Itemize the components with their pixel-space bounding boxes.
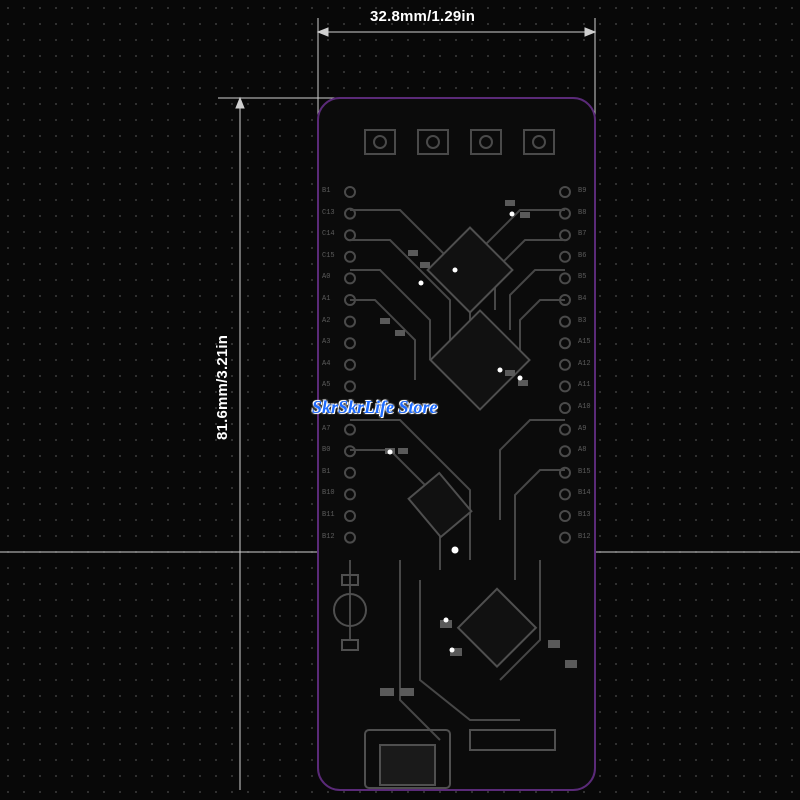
pin-label: A11 <box>578 381 591 390</box>
pin-label: A2 <box>322 316 331 325</box>
via-highlights <box>387 211 523 653</box>
pin-label: C15 <box>322 251 335 260</box>
regulator-chip <box>407 471 473 539</box>
header-pin <box>559 510 571 522</box>
mcu-chip-center <box>429 309 531 411</box>
pin-label: C14 <box>322 230 335 239</box>
pin-label: A10 <box>578 403 591 411</box>
header-pin <box>344 510 356 522</box>
pin-label: B15 <box>578 467 591 476</box>
header-pin <box>559 423 571 436</box>
crystal-component <box>333 574 367 651</box>
mcu-chip-upper <box>426 226 514 314</box>
width-dimension-label: 32.8mm/1.29in <box>370 8 476 25</box>
header-pin <box>559 358 571 371</box>
pin-label: B12 <box>578 532 591 541</box>
header-pin <box>559 337 571 350</box>
width-dimension-line <box>316 18 597 140</box>
header-pin <box>559 466 571 479</box>
header-pin <box>344 337 356 350</box>
pin-label: B11 <box>322 511 335 519</box>
usb-controller-chip <box>456 587 538 669</box>
pin-label: A5 <box>322 381 331 390</box>
pin-label: B13 <box>578 511 591 519</box>
header-pin <box>344 380 356 393</box>
pin-label: A12 <box>578 359 591 368</box>
header-pin <box>559 380 571 393</box>
pin-label: C13 <box>322 208 335 217</box>
header-pin <box>559 402 571 414</box>
height-dimension-label: 81.6mm/3.21in <box>214 334 231 440</box>
board-outline <box>317 97 596 791</box>
header-pin <box>344 445 356 458</box>
pin-label: A1 <box>322 295 331 303</box>
pin-label: B8 <box>578 208 587 217</box>
header-pin <box>344 531 356 544</box>
pin-label: B6 <box>578 251 587 260</box>
header-pin <box>559 272 571 285</box>
pin-label: B1 <box>322 467 331 476</box>
pin-label: B14 <box>578 489 591 498</box>
pin-label: B12 <box>322 532 335 541</box>
store-watermark: SkrSkrLife Store <box>312 397 438 417</box>
header-pin <box>344 272 356 285</box>
pin-label: B0 <box>322 446 331 455</box>
header-pin <box>559 315 571 328</box>
pin-label: B10 <box>322 489 335 498</box>
pin-label: B3 <box>578 316 587 325</box>
header-pin <box>344 488 356 501</box>
pin-label: A4 <box>322 359 331 368</box>
pin-label: A6 <box>322 403 331 411</box>
pin-label: B4 <box>578 295 587 303</box>
right-pin-header <box>559 186 571 544</box>
header-pin <box>344 466 356 479</box>
header-pin <box>559 445 571 458</box>
pin-label: A8 <box>578 446 587 455</box>
header-pin <box>559 531 571 544</box>
pin-label: A9 <box>578 424 587 433</box>
header-pin <box>344 423 356 436</box>
pin-label: A0 <box>322 273 331 282</box>
header-pin <box>344 250 356 263</box>
pin-label: A7 <box>322 424 331 433</box>
header-pin <box>344 315 356 328</box>
header-pin <box>344 186 356 198</box>
pin-label: A15 <box>578 338 591 347</box>
pin-label: B7 <box>578 230 587 239</box>
header-pin <box>559 488 571 501</box>
pin-label: B9 <box>578 187 587 195</box>
pin-label: A3 <box>322 338 331 347</box>
header-pin <box>344 402 356 414</box>
push-button-row <box>364 129 555 155</box>
pin-label: B5 <box>578 273 587 282</box>
left-pin-header <box>344 186 356 544</box>
header-pin <box>559 250 571 263</box>
header-pin <box>559 186 571 198</box>
header-pin <box>344 358 356 371</box>
header-pin <box>344 207 356 220</box>
header-pin <box>559 207 571 220</box>
pin-label: B1 <box>322 187 331 195</box>
usb-c-connector <box>364 729 556 789</box>
